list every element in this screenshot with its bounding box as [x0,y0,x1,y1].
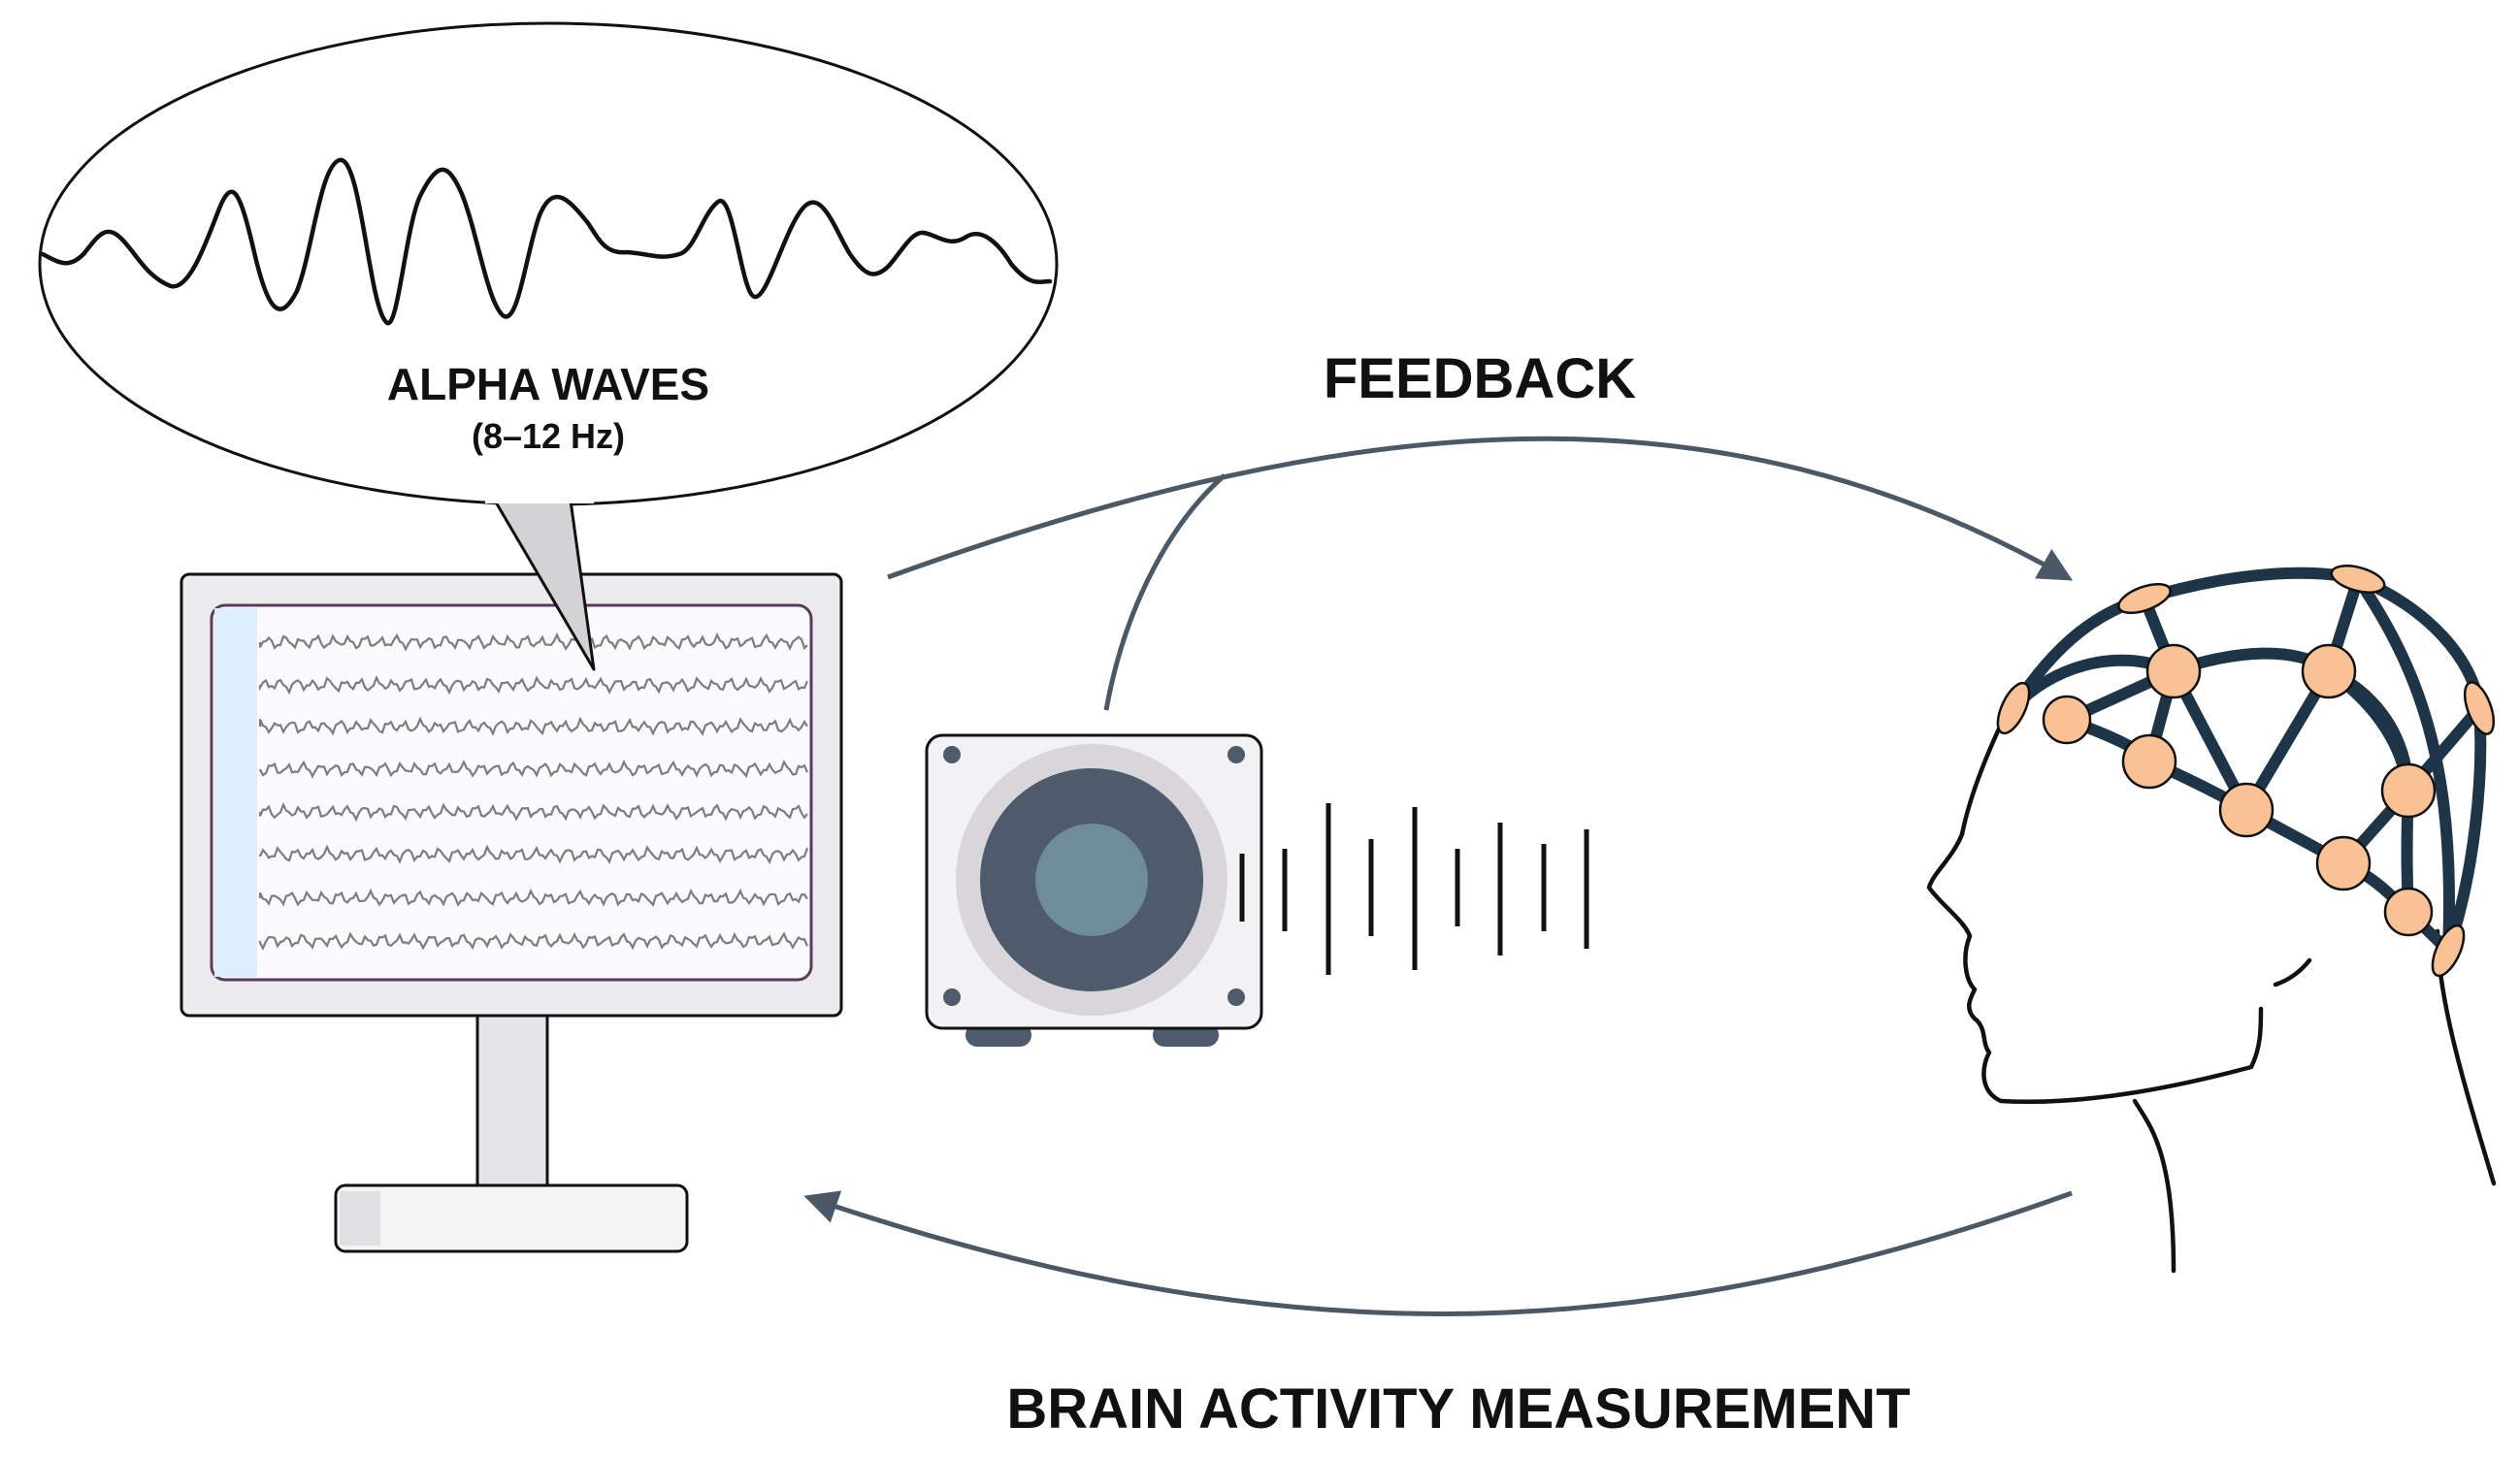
eeg-trace-line [258,844,809,865]
speaker-connector-line [1103,473,1227,711]
eeg-trace-line [258,801,808,823]
speech-bubble-icon: ALPHA WAVES (8–12 Hz) [38,21,1059,671]
eeg-trace-line [258,888,808,907]
alpha-wave-trace [40,157,1053,326]
alpha-waves-range: (8–12 Hz) [472,416,625,456]
eeg-electrodes [1996,565,2496,978]
feedback-label: FEEDBACK [1324,347,1636,410]
head-eeg-cap-icon [1926,565,2497,1274]
eeg-trace-line [258,631,808,652]
measurement-arrow [803,1190,2073,1316]
measurement-label: BRAIN ACTIVITY MEASUREMENT [1006,1377,1910,1441]
eeg-trace-line [258,931,809,952]
alpha-waves-title: ALPHA WAVES [387,359,709,409]
monitor-icon [180,572,843,1253]
eeg-trace-line [258,675,809,696]
eeg-trace-line [258,759,809,779]
eeg-screen-traces [258,631,809,952]
sound-wave-icon [1239,803,1589,975]
head-ear [2273,957,2312,988]
feedback-arrow [887,436,2074,581]
speaker-icon [925,733,1263,1047]
head-neck [2132,1098,2176,1274]
eeg-trace-line [258,716,808,736]
head-profile-outline [1926,696,2264,1105]
